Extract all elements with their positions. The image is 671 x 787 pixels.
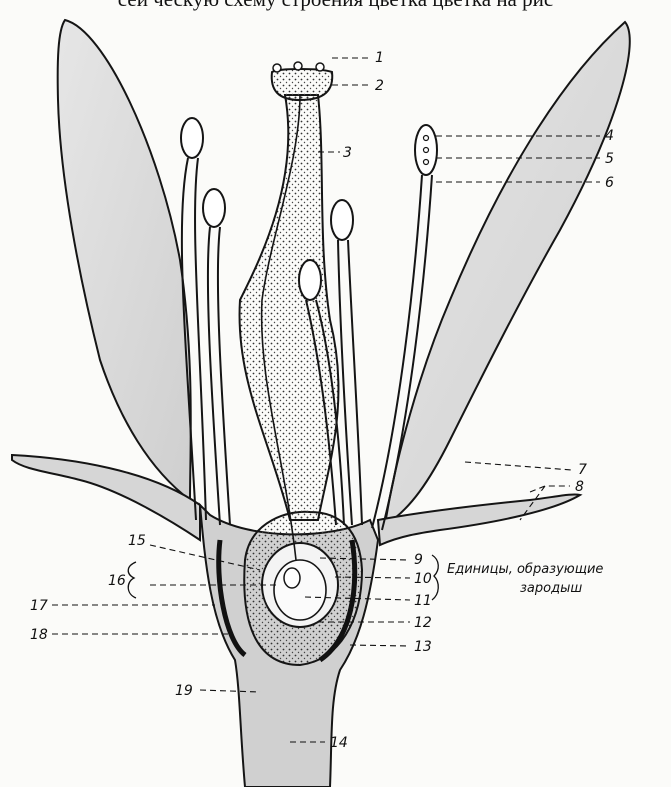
group-caption-line2: зародыш — [520, 581, 582, 596]
label-3: 3 — [343, 145, 352, 161]
label-13: 13 — [414, 639, 432, 655]
label-1: 1 — [375, 50, 384, 66]
pollen-grain — [273, 64, 281, 72]
pollen-grain — [294, 62, 302, 70]
pollen-grain — [316, 63, 324, 71]
stigma — [272, 69, 333, 100]
stamen — [203, 189, 230, 525]
label-7: 7 — [578, 462, 587, 478]
label-10: 10 — [414, 571, 432, 587]
label-12: 12 — [414, 615, 432, 631]
right-petal — [385, 22, 630, 525]
left-petal — [58, 20, 191, 500]
group-caption-line1: Единицы, образующие — [447, 562, 603, 577]
style — [240, 95, 339, 520]
label-6: 6 — [605, 175, 614, 191]
label-11: 11 — [414, 593, 432, 609]
label-2: 2 — [375, 78, 384, 94]
label-8: 8 — [575, 479, 584, 495]
label-16: 16 — [108, 573, 126, 589]
label-9: 9 — [414, 552, 423, 568]
label-17: 17 — [30, 598, 48, 614]
label-15: 15 — [128, 533, 146, 549]
label-4: 4 — [605, 128, 614, 144]
ovule-inner — [274, 560, 326, 620]
label-19: 19 — [175, 683, 193, 699]
egg-cell — [284, 568, 300, 588]
label-18: 18 — [30, 627, 48, 643]
label-14: 14 — [330, 735, 348, 751]
label-5: 5 — [605, 151, 614, 167]
